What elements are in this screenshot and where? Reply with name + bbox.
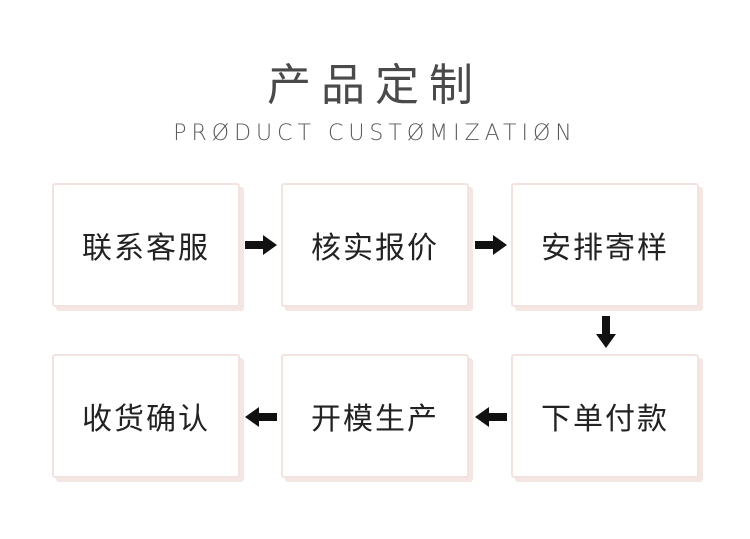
step-label: 联系客服 (82, 231, 210, 266)
step-label: 收货确认 (82, 402, 210, 437)
step-label: 核实报价 (311, 231, 439, 266)
step-box-arrange-sample: 安排寄样 (511, 183, 699, 307)
arrow-left-icon (245, 407, 277, 427)
page-title: 产品定制 (267, 60, 483, 111)
arrow-left-icon (475, 407, 507, 427)
page-subtitle: PRØDUCT CUSTØMIZATIØN (173, 121, 577, 146)
step-box-place-order: 下单付款 (511, 354, 699, 478)
arrow-right-icon (475, 235, 507, 255)
arrow-down-icon (596, 316, 616, 348)
step-label: 安排寄样 (541, 231, 669, 266)
step-box-contact-service: 联系客服 (52, 183, 240, 307)
step-label: 开模生产 (311, 402, 439, 437)
step-box-receive-confirm: 收货确认 (52, 354, 240, 478)
arrow-right-icon (245, 235, 277, 255)
step-box-verify-quote: 核实报价 (281, 183, 469, 307)
step-label: 下单付款 (541, 402, 669, 437)
step-box-mold-production: 开模生产 (281, 354, 469, 478)
